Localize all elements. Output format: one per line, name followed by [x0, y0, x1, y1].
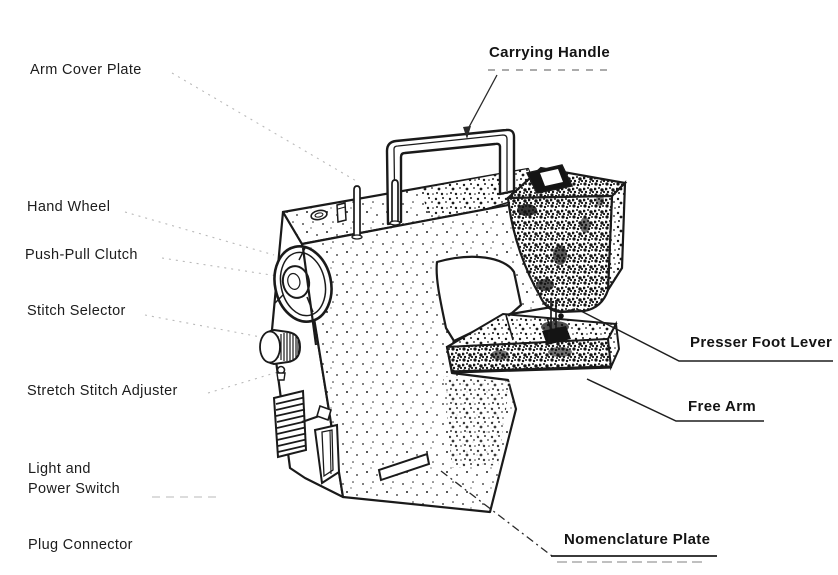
label-hand-wheel: Hand Wheel — [27, 199, 111, 215]
stretch-stitch-adjuster-part — [276, 365, 286, 381]
nomenclature-plate-part — [377, 452, 431, 482]
stitch-selector-part — [259, 328, 302, 366]
leader-nomenclature-plate — [440, 470, 553, 557]
spool-pins — [310, 179, 401, 240]
free-arm-part — [445, 312, 621, 374]
hand-wheel-part — [273, 245, 333, 346]
arrowhead-carrying-handle — [463, 126, 471, 139]
label-presser-foot-lever: Presser Foot Lever — [690, 334, 833, 351]
leader-free-arm — [586, 378, 764, 422]
label-stretch-stitch-adjuster: Stretch Stitch Adjuster — [27, 383, 178, 399]
label-nomenclature-plate: Nomenclature Plate — [564, 531, 711, 548]
label-stitch-selector: Stitch Selector — [27, 303, 126, 319]
light-power-switch-part — [272, 389, 332, 459]
label-free-arm: Free Arm — [688, 398, 757, 415]
label-plug-connector: Plug Connector — [28, 537, 133, 553]
leader-stretch-stitch-adjuster — [207, 371, 279, 394]
label-light-power-switch-line2: Power Switch — [28, 481, 121, 497]
label-arm-cover-plate: Arm Cover Plate — [30, 62, 142, 78]
base-under-bed-speckle — [443, 376, 510, 468]
label-light-power-switch-line1: Light and — [28, 461, 91, 477]
leader-arm-cover-plate — [171, 72, 359, 183]
leader-lines — [440, 69, 833, 563]
plug-connector-part — [313, 423, 341, 485]
leader-carrying-handle — [467, 74, 498, 130]
faint-leader-lines — [124, 72, 359, 498]
leader-push-pull-clutch — [161, 257, 291, 279]
leader-stitch-selector — [144, 314, 267, 339]
label-push-pull-clutch: Push-Pull Clutch — [25, 247, 138, 263]
label-carrying-handle: Carrying Handle — [489, 44, 611, 61]
presser-foot-assembly — [542, 300, 576, 345]
leader-presser-foot-lever — [576, 308, 833, 362]
machine-head — [505, 164, 628, 314]
label-light-power-switch: Light and Power Switch — [28, 459, 120, 499]
leader-hand-wheel — [124, 211, 275, 256]
carrying-handle-part — [385, 128, 516, 226]
